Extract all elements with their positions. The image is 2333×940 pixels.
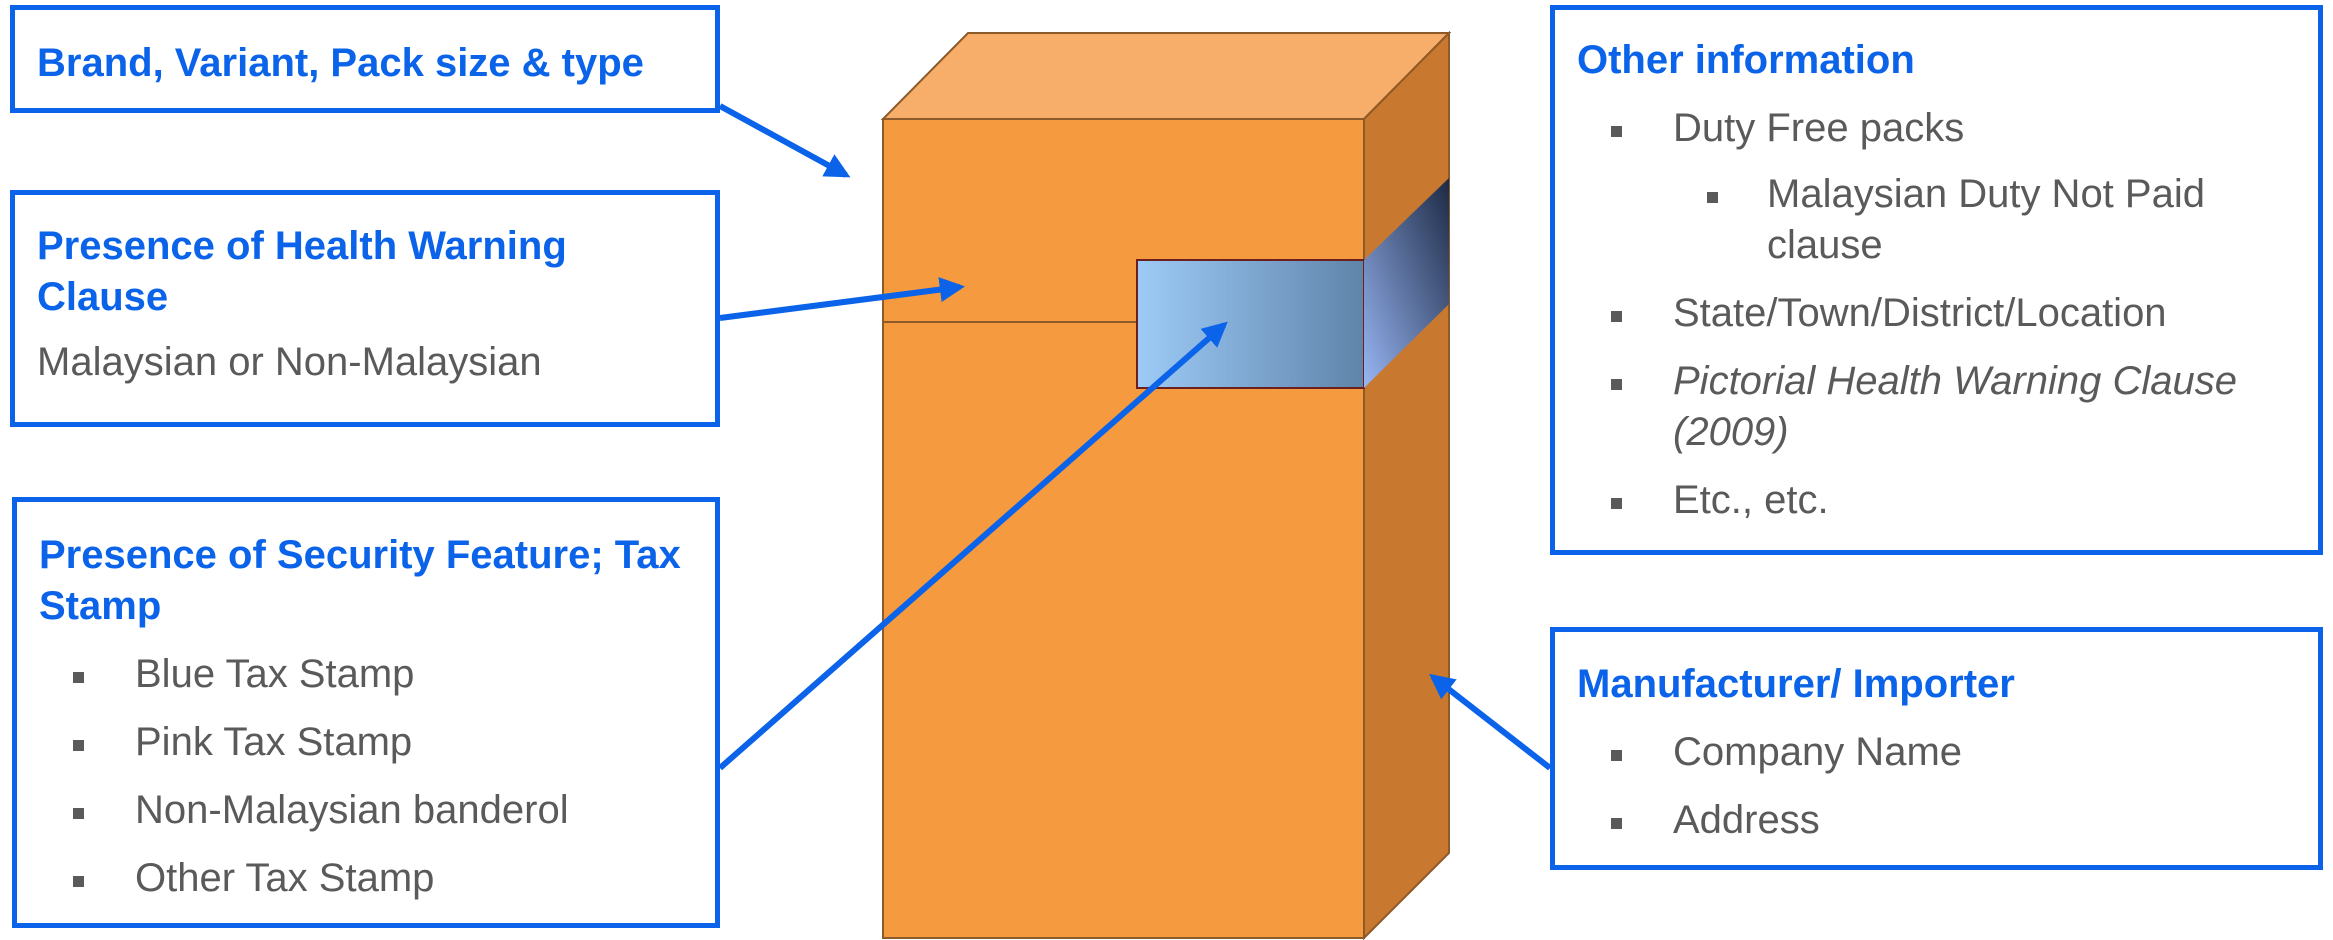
list-item: Blue Tax Stamp — [39, 649, 693, 700]
list-item: Address — [1577, 795, 2296, 846]
health-warning-title: Presence of Health Warning Clause — [37, 224, 567, 319]
health-warning-box: Presence of Health Warning Clause Malays… — [10, 190, 720, 427]
other-information-list: Duty Free packs Malaysian Duty Not Paid … — [1577, 103, 2296, 526]
list-item: Non-Malaysian banderol — [39, 785, 693, 836]
bullet-square-icon — [1611, 311, 1622, 322]
bullet-square-icon — [73, 876, 84, 887]
pack-top-face — [880, 32, 1452, 120]
list-item: Other Tax Stamp — [39, 853, 693, 904]
arrow-health — [719, 277, 965, 321]
list-item: Pictorial Health Warning Clause (2009) — [1577, 356, 2296, 458]
bullet-square-icon — [73, 808, 84, 819]
arrow-brand — [718, 103, 851, 178]
manufacturer-box: Manufacturer/ Importer Company Name Addr… — [1550, 627, 2323, 870]
list-item: Company Name — [1577, 727, 2296, 778]
list-item: State/Town/District/Location — [1577, 288, 2296, 339]
bullet-square-icon — [1611, 379, 1622, 390]
list-item: Pink Tax Stamp — [39, 717, 693, 768]
list-item: Duty Free packs Malaysian Duty Not Paid … — [1577, 103, 2296, 271]
arrow-manufacturer — [1429, 673, 1552, 771]
bullet-square-icon — [1611, 126, 1622, 137]
other-information-box: Other information Duty Free packs Malays… — [1550, 5, 2323, 555]
security-feature-box: Presence of Security Feature; Tax Stamp … — [12, 497, 720, 928]
sub-list-item: Malaysian Duty Not Paid clause — [1673, 169, 2296, 271]
other-information-sublist: Malaysian Duty Not Paid clause — [1673, 169, 2296, 271]
health-warning-text: Malaysian or Non-Malaysian — [37, 340, 542, 384]
manufacturer-list: Company Name Address — [1577, 727, 2296, 846]
bullet-square-icon — [1611, 498, 1622, 509]
bullet-square-icon — [1611, 750, 1622, 761]
pack-side-face — [1363, 30, 1450, 940]
brand-box-title: Brand, Variant, Pack size & type — [37, 41, 644, 85]
bullet-square-icon — [1611, 818, 1622, 829]
brand-box: Brand, Variant, Pack size & type — [10, 5, 720, 113]
arrow-security — [718, 321, 1228, 771]
security-feature-title: Presence of Security Feature; Tax Stamp — [39, 533, 681, 628]
bullet-square-icon — [73, 740, 84, 751]
list-item: Etc., etc. — [1577, 475, 2296, 526]
bullet-square-icon — [73, 672, 84, 683]
security-feature-list: Blue Tax Stamp Pink Tax Stamp Non-Malays… — [39, 649, 693, 904]
tax-stamp-side — [1364, 178, 1449, 388]
bullet-square-icon — [1707, 192, 1718, 203]
pack-front-face — [882, 118, 1365, 939]
manufacturer-title: Manufacturer/ Importer — [1577, 662, 2015, 706]
other-information-title: Other information — [1577, 38, 1915, 82]
